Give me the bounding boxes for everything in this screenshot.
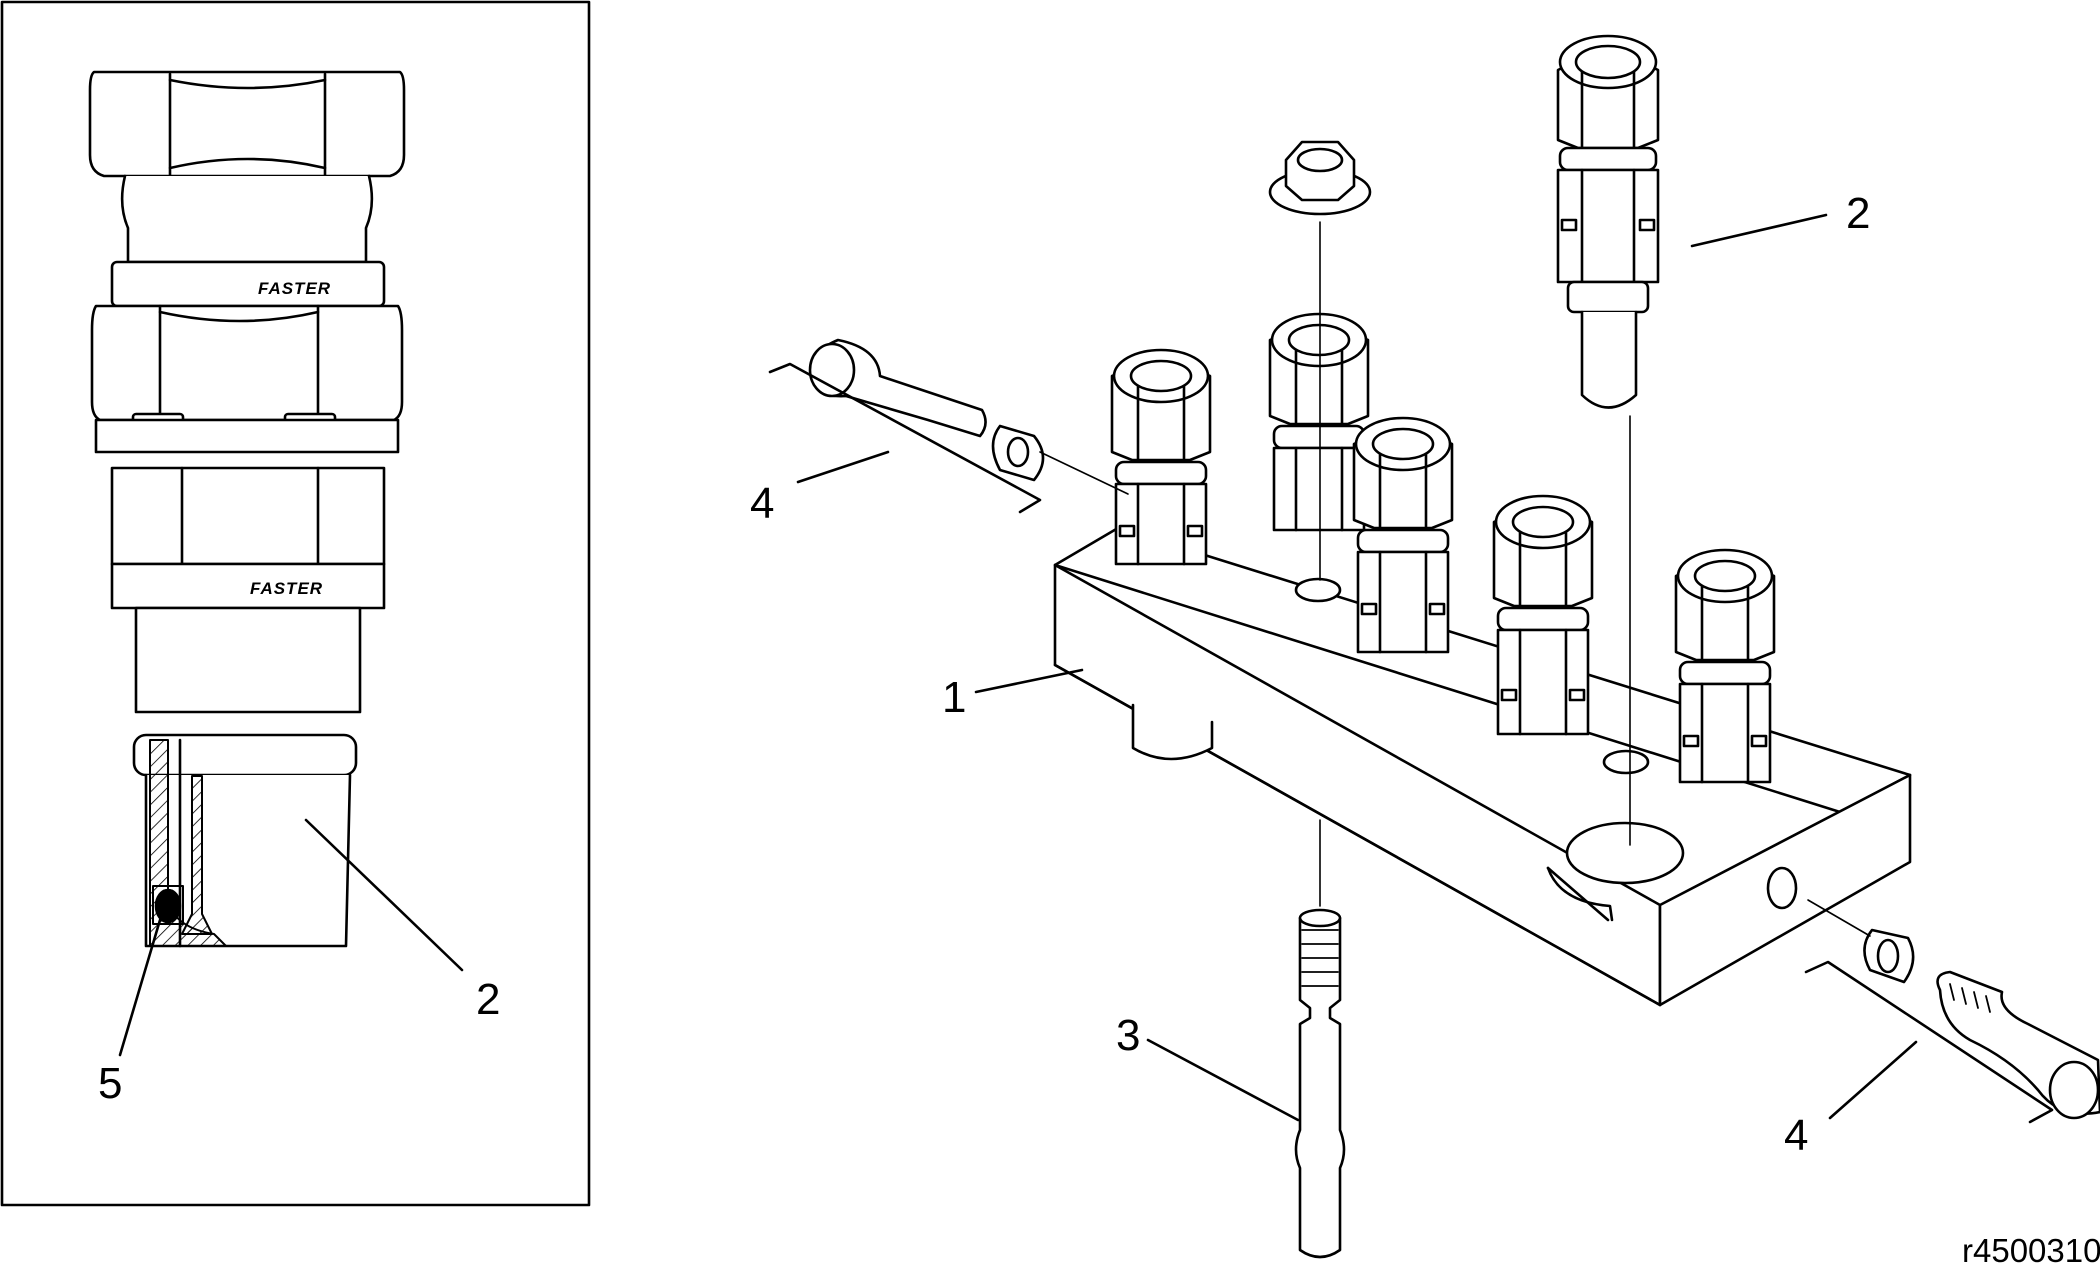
detail-inset: FASTER FASTER (0, 0, 591, 1207)
callout-block: 1 (942, 673, 966, 722)
right-screw-axis-line (1807, 899, 1871, 937)
callout-left-screw: 4 (750, 479, 774, 528)
detail-quick-coupler: FASTER FASTER (88, 70, 406, 948)
fitting-4 (1492, 494, 1594, 736)
right-shoulder-screw (1863, 928, 2100, 1120)
callout-right-screw: 4 (1784, 1111, 1808, 1160)
fitting-1 (1110, 348, 1212, 566)
manifold-block (1053, 526, 1912, 1007)
leader-fitting (1690, 213, 1828, 248)
fitting-3 (1352, 416, 1454, 654)
flange-nut (1268, 140, 1372, 216)
leader-stud (1146, 1038, 1300, 1122)
exploded-fitting (1556, 34, 1660, 409)
o-ring-seal (154, 888, 182, 924)
callout-stud: 3 (1116, 1011, 1140, 1060)
main-exploded-view: 1 2 3 4 4 (750, 34, 2100, 1259)
brand-mark-upper: FASTER (258, 279, 331, 298)
detail-callout-fitting: 2 (476, 975, 500, 1024)
stud (1294, 908, 1346, 1259)
left-shoulder-screw (808, 338, 1045, 482)
figure-reference-code: r4500310 (1962, 1232, 2100, 1269)
leader-block (974, 668, 1084, 694)
fitting-2 (1268, 312, 1370, 532)
fitting-5 (1674, 548, 1776, 784)
detail-callout-o-ring: 5 (98, 1059, 122, 1108)
left-screw-axis-line (1039, 451, 1129, 495)
callout-fitting: 2 (1846, 189, 1870, 238)
brand-mark-lower: FASTER (250, 579, 323, 598)
leader-left-screw (796, 450, 890, 484)
mounted-fittings (1110, 312, 1776, 784)
left-screw-bracket (768, 362, 1042, 514)
right-screw-bracket (1804, 960, 2054, 1124)
leader-right-screw (1828, 1040, 1918, 1120)
